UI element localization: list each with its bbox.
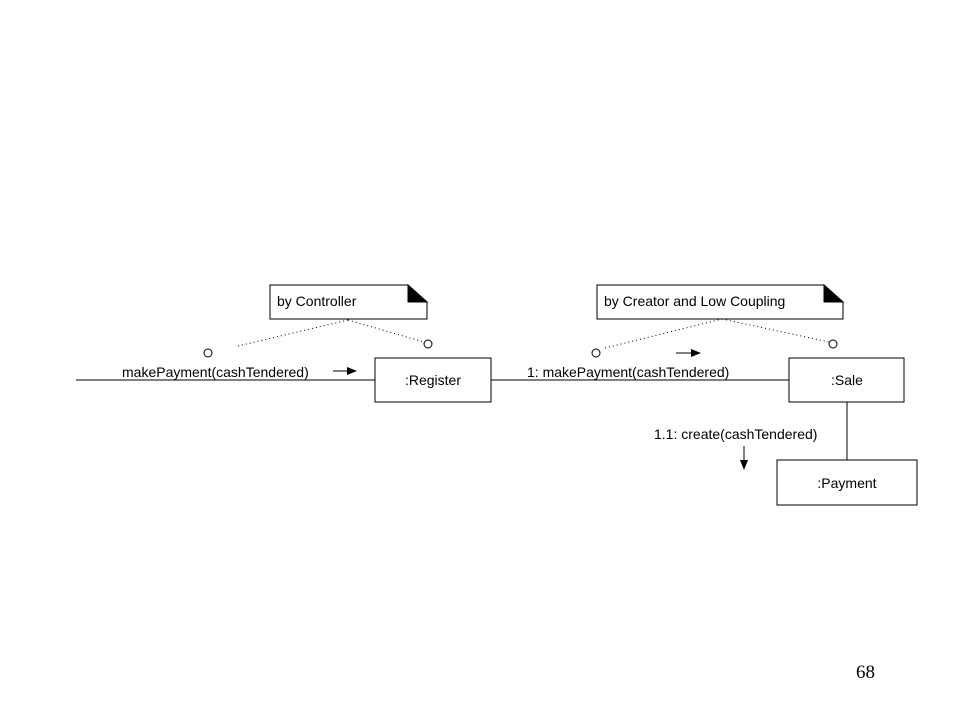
anchor-circle-creator-left [591, 348, 601, 358]
anchor-circle-controller-right [423, 339, 433, 349]
message-make-payment-1: 1: makePayment(cashTendered) [527, 364, 729, 380]
note-controller: by Controller [269, 283, 429, 320]
object-sale: :Sale [788, 357, 905, 403]
anchor-circle-controller-left [203, 348, 213, 358]
object-sale-label: :Sale [831, 372, 863, 388]
page-number: 68 [856, 662, 875, 683]
note-controller-anchors [237, 319, 425, 347]
object-register-label: :Register [405, 372, 461, 388]
note-creator-anchors [604, 318, 830, 349]
object-payment-label: :Payment [817, 475, 876, 491]
object-payment: :Payment [776, 459, 918, 506]
message-create-1-1: 1.1: create(cashTendered) [654, 426, 817, 442]
anchor-circle-creator-right [828, 339, 838, 349]
note-controller-text: by Controller [277, 293, 357, 309]
object-register: :Register [374, 357, 492, 403]
note-creator: by Creator and Low Coupling [596, 283, 845, 320]
note-creator-text: by Creator and Low Coupling [604, 293, 785, 309]
message-make-payment: makePayment(cashTendered) [122, 364, 309, 380]
